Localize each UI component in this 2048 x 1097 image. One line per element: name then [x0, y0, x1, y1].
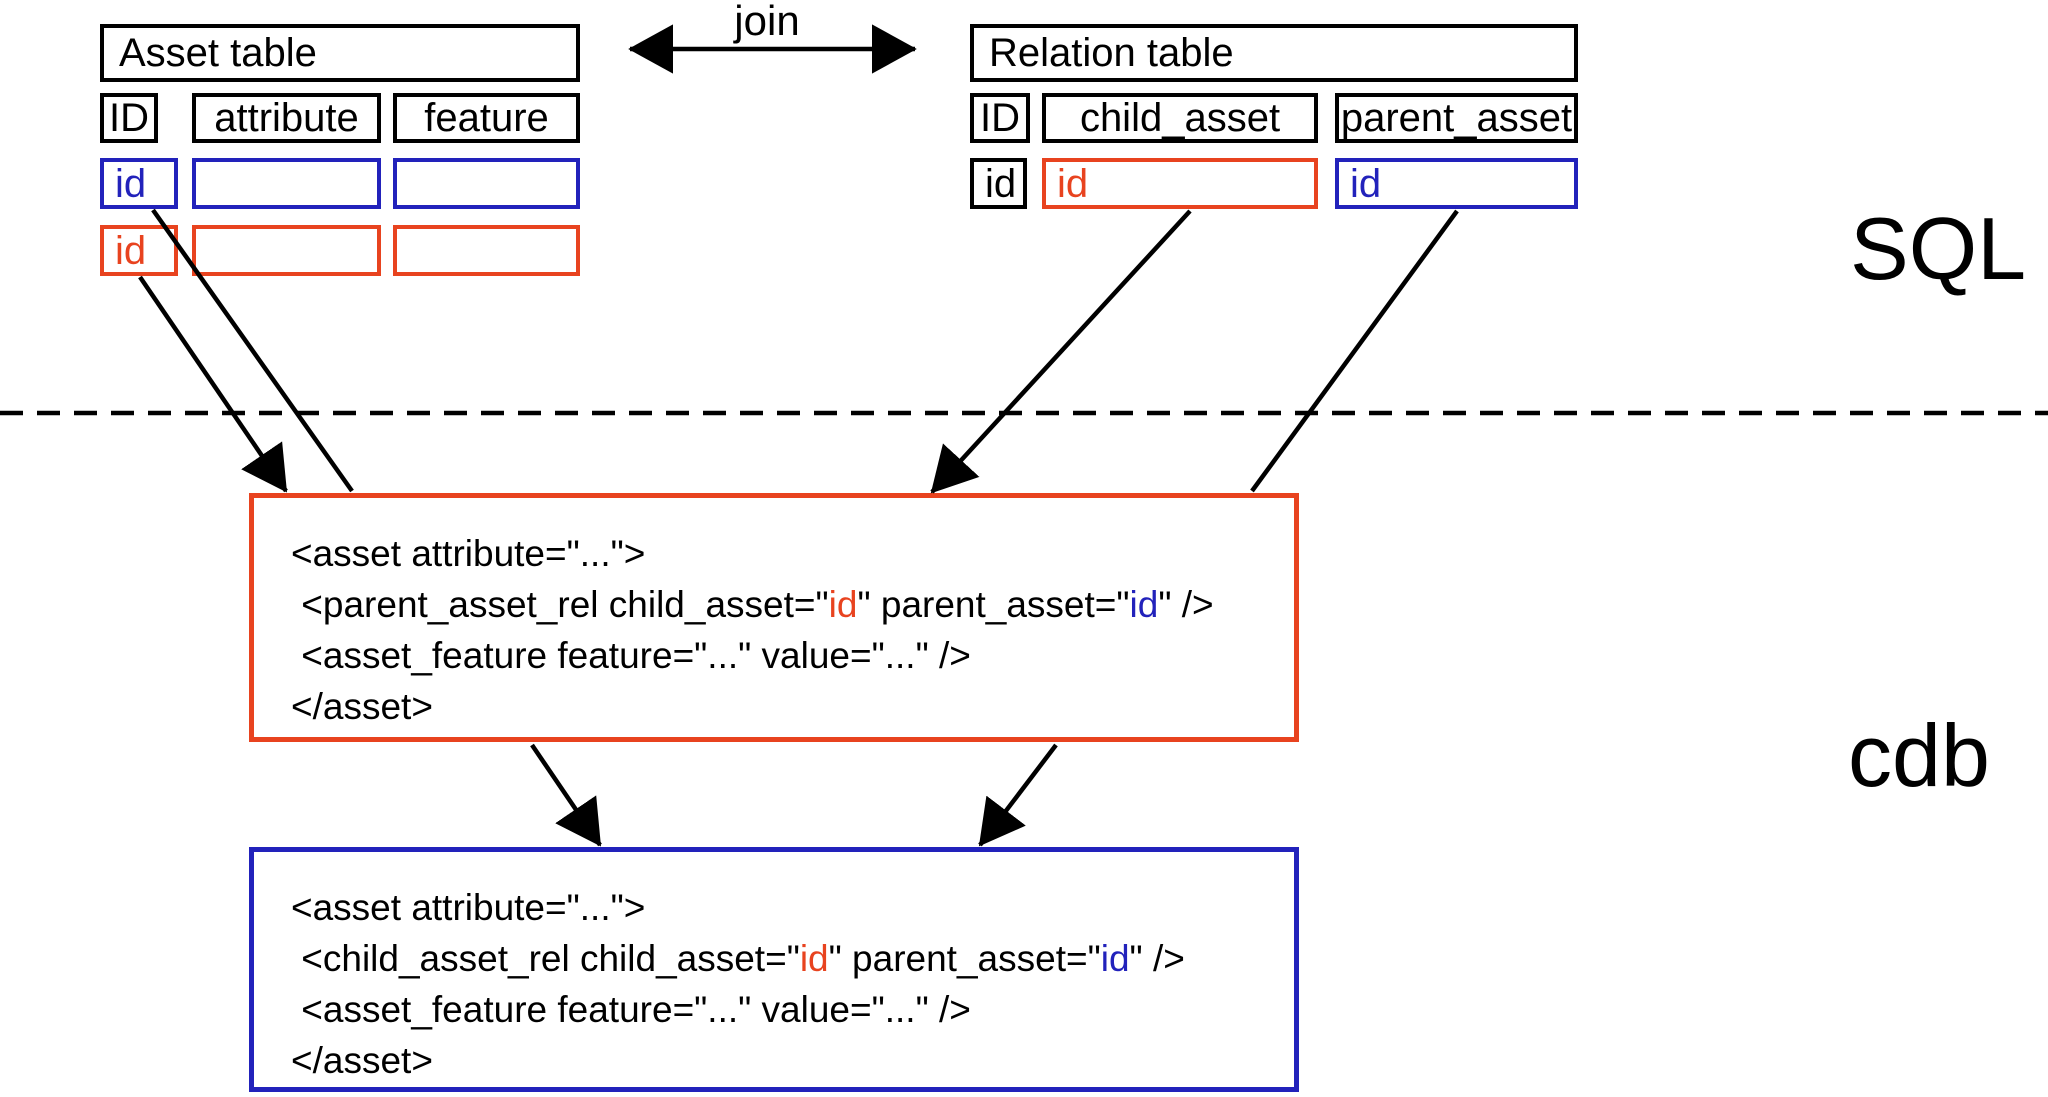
asset-row1-feature-cell [393, 158, 580, 209]
arrow-relation-child-id-to-xml [930, 209, 1192, 494]
arrow-xml-red-to-blue-right [978, 743, 1058, 847]
asset-row2-id-cell: id [100, 225, 178, 276]
asset-table-header-id: ID [100, 93, 158, 143]
asset-header-attribute-label: attribute [214, 96, 359, 140]
relation-header-id-label: ID [980, 96, 1020, 140]
asset-table-title-box: Asset table [100, 24, 580, 82]
join-label: join [734, 0, 800, 44]
code-line: </asset> [291, 1040, 433, 1081]
relation-row-parent-asset-cell: id [1335, 158, 1578, 209]
asset-table-header-feature: feature [393, 93, 580, 143]
relation-row-child-asset-cell: id [1042, 158, 1318, 209]
asset-row2-id-value: id [115, 228, 147, 273]
asset-row1-attribute-cell [192, 158, 381, 209]
code-line: <asset_feature feature="..." value="..."… [291, 989, 971, 1030]
asset-header-feature-label: feature [424, 96, 549, 140]
code-line: <asset attribute="..."> [291, 887, 646, 928]
relation-table-header-id: ID [970, 93, 1030, 143]
relation-header-child-asset-label: child_asset [1079, 96, 1281, 140]
cdb-region-label: cdb [1848, 706, 1990, 805]
child-rel-xml-box: <asset attribute="..."> <child_asset_rel… [249, 847, 1299, 1092]
asset-row1-id-cell: id [100, 158, 178, 209]
asset-row2-attribute-cell [192, 225, 381, 276]
parent-rel-xml-box: <asset attribute="..."> <parent_asset_re… [249, 493, 1299, 742]
relation-table-title: Relation table [989, 31, 1234, 75]
asset-row1-id-value: id [115, 161, 147, 206]
relation-row-id-value: id [985, 161, 1017, 206]
relation-header-parent-asset-label: parent_asset [1340, 96, 1573, 140]
relation-row-parent-asset-value: id [1350, 161, 1382, 206]
code-line: </asset> [291, 686, 433, 727]
asset-table-header-attribute: attribute [192, 93, 381, 143]
sql-region-label: SQL [1850, 199, 2027, 298]
arrow-asset-red-id-to-xml [138, 275, 288, 493]
relation-table-header-parent-asset: parent_asset [1335, 93, 1578, 143]
code-line: <child_asset_rel child_asset="id" parent… [291, 938, 1185, 979]
line-relation-parent-id-to-xml [1250, 209, 1459, 493]
code-line: <asset attribute="..."> [291, 533, 646, 574]
relation-table-title-box: Relation table [970, 24, 1578, 82]
code-line: <asset_feature feature="..." value="..."… [291, 635, 971, 676]
code-line: <parent_asset_rel child_asset="id" paren… [291, 584, 1214, 625]
asset-table-title: Asset table [119, 31, 317, 75]
asset-header-id-label: ID [109, 96, 149, 140]
relation-row-id-cell: id [970, 158, 1027, 209]
asset-row2-feature-cell [393, 225, 580, 276]
relation-table-header-child-asset: child_asset [1042, 93, 1318, 143]
arrow-xml-red-to-blue-left [530, 743, 602, 847]
relation-row-child-asset-value: id [1057, 161, 1089, 206]
